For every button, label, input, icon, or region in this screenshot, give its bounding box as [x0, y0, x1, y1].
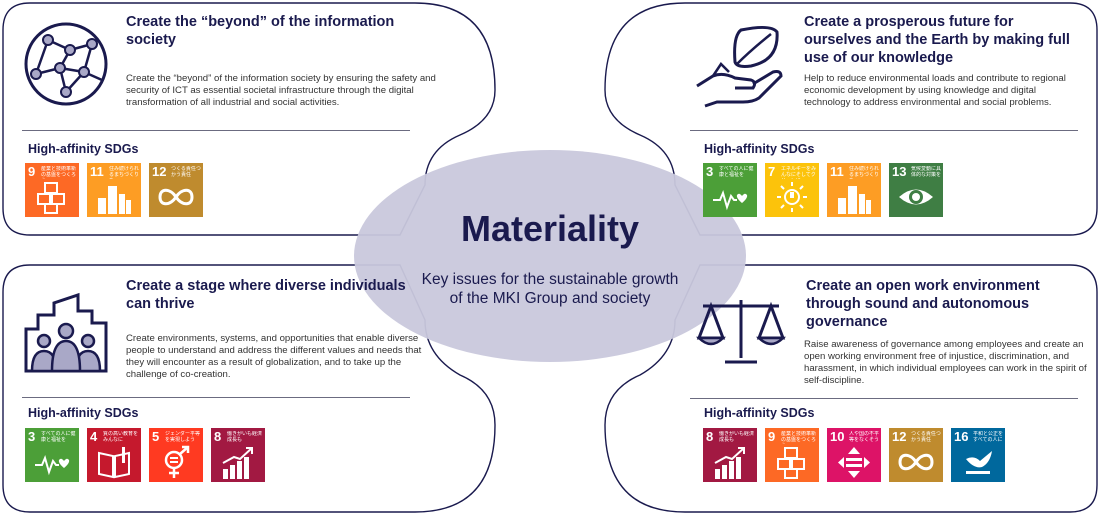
sdg-tile-13: 13 気候変動に具体的な対策を — [889, 163, 943, 217]
sdg-heartbeat-icon — [713, 190, 748, 211]
sdg-goal-label: つくる責任つかう責任 — [911, 431, 941, 443]
sdg-tile-9: 9 産業と技術革新の基盤をつくろう — [25, 163, 79, 217]
sdg-number: 9 — [28, 164, 36, 179]
center-title: Materiality — [460, 208, 640, 249]
sdg-tile-5: 5 ジェンダー平等を実現しよう — [149, 428, 203, 482]
sdg-tile-10: 10 人や国の不平等をなくそう — [827, 428, 881, 482]
top-left-description: Create the “beyond” of the information s… — [126, 73, 436, 108]
sdg-number: 8 — [706, 429, 714, 444]
sdg-growth-icon — [714, 447, 745, 479]
sdg-goal-label: 平和と公正をすべての人に — [973, 431, 1003, 443]
sdg-goal-label: ジェンダー平等を実現しよう — [165, 431, 201, 443]
sdg-cubes-icon — [777, 447, 805, 479]
materiality-ellipse — [354, 150, 746, 362]
sdg-tile-4: 4 質の高い教育をみんなに — [87, 428, 141, 482]
quadrant-top-right-border — [604, 2, 1098, 236]
sdg-sun-icon — [777, 182, 807, 212]
scales-icon — [695, 300, 787, 364]
sdg-goal-label: 働きがいも経済成長も — [719, 431, 755, 443]
sdg-tile-7: 7 エネルギーをみんなにそしてクリーンに — [765, 163, 819, 217]
top-right-divider — [690, 130, 1078, 131]
people-city-icon — [24, 292, 108, 373]
sdg-number: 10 — [830, 429, 845, 444]
bottom-right-sdg-tiles: 8 働きがいも経済成長も 9 産業と技術革新の基盤をつくろう 10 人や国の不平等をなくそ… — [703, 428, 1005, 482]
sdg-goal-label: すべての人に健康と福祉を — [719, 166, 754, 178]
sdg-book-icon — [98, 447, 130, 479]
bottom-right-description: Raise awareness of governance among empl… — [804, 339, 1087, 386]
sdg-infinity-icon — [898, 453, 934, 471]
hand-leaf-icon — [696, 25, 783, 108]
bottom-left-description: Create environments, systems, and opport… — [126, 333, 422, 380]
network-globe-icon — [24, 22, 108, 106]
sdg-infinity-icon — [158, 188, 194, 206]
sdg-goal-label: 質の高い教育をみんなに — [103, 431, 139, 443]
sdg-tile-8: 8 働きがいも経済成長も — [703, 428, 757, 482]
quadrant-bottom-right-border — [604, 264, 1098, 513]
sdg-number: 11 — [830, 164, 844, 179]
sdg-buildings-icon — [838, 186, 871, 214]
sdg-cubes-icon — [37, 182, 65, 214]
sdg-tile-3: 3 すべての人に健康と福祉を — [25, 428, 79, 482]
center-subtitle: Key issues for the sustainable growth of… — [421, 271, 679, 307]
sdg-number: 7 — [768, 164, 776, 179]
sdg-number: 16 — [954, 429, 969, 444]
sdg-gender-icon — [164, 445, 190, 478]
sdg-tile-12: 12 つくる責任つかう責任 — [149, 163, 203, 217]
top-left-divider — [22, 130, 410, 131]
bottom-right-divider — [690, 398, 1078, 399]
bottom-left-divider — [22, 397, 410, 398]
sdg-number: 11 — [90, 164, 104, 179]
sdg-number: 12 — [892, 429, 907, 444]
quadrant-bottom-left-border — [2, 264, 496, 513]
top-left-sdg-tiles: 9 産業と技術革新の基盤をつくろう 11 住み続けられるまちづくりを 12 つくる責任つか… — [25, 163, 203, 217]
top-right-sdg-heading: High-affinity SDGs — [704, 142, 815, 156]
sdg-goal-label: 働きがいも経済成長も — [227, 431, 263, 443]
sdg-number: 8 — [214, 429, 222, 444]
sdg-tile-12: 12 つくる責任つかう責任 — [889, 428, 943, 482]
sdg-eye-icon — [899, 189, 933, 205]
bottom-right-title: Create an open work environment through … — [806, 278, 1040, 330]
sdg-growth-icon — [222, 447, 253, 479]
sdg-goal-label: 住み続けられるまちづくりを — [849, 166, 879, 179]
top-right-description: Help to reduce environmental loads and c… — [804, 73, 1066, 108]
sdg-tile-3: 3 すべての人に健康と福祉を — [703, 163, 757, 217]
sdg-number: 13 — [892, 164, 907, 179]
sdg-goal-label: 住み続けられるまちづくりを — [109, 166, 139, 179]
sdg-heartbeat-icon — [35, 455, 70, 476]
bottom-right-sdg-heading: High-affinity SDGs — [704, 406, 815, 420]
bottom-left-title: Create a stage where diverse individuals… — [126, 278, 406, 312]
sdg-tile-11: 11 住み続けられるまちづくりを — [87, 163, 141, 217]
sdg-dove-icon — [966, 451, 992, 474]
sdg-goal-label: 人や国の不平等をなくそう — [849, 431, 879, 443]
sdg-tile-8: 8 働きがいも経済成長も — [211, 428, 265, 482]
sdg-goal-label: エネルギーをみんなにそしてクリーンに — [781, 166, 817, 179]
sdg-number: 3 — [28, 429, 36, 444]
sdg-number: 4 — [90, 429, 98, 444]
bottom-left-sdg-heading: High-affinity SDGs — [28, 406, 139, 420]
top-left-sdg-heading: High-affinity SDGs — [28, 142, 139, 156]
sdg-equality-icon — [838, 447, 870, 478]
sdg-tile-11: 11 住み続けられるまちづくりを — [827, 163, 881, 217]
sdg-number: 5 — [152, 429, 160, 444]
sdg-buildings-icon — [98, 186, 131, 214]
sdg-goal-label: 産業と技術革新の基盤をつくろう — [41, 166, 77, 179]
sdg-number: 9 — [768, 429, 776, 444]
sdg-number: 12 — [152, 164, 167, 179]
top-right-title: Create a prosperous future for ourselves… — [804, 14, 1070, 66]
sdg-goal-label: すべての人に健康と福祉を — [41, 431, 76, 443]
bottom-left-sdg-tiles: 3 すべての人に健康と福祉を 4 質の高い教育をみんなに 5 ジェンダー平等を実現しよう 8… — [25, 428, 265, 482]
sdg-number: 3 — [706, 164, 714, 179]
sdg-goal-label: 気候変動に具体的な対策を — [911, 166, 941, 178]
top-left-title: Create the “beyond” of the information s… — [126, 14, 395, 48]
quadrant-top-left-border — [2, 2, 496, 236]
sdg-goal-label: つくる責任つかう責任 — [171, 166, 201, 178]
sdg-goal-label: 産業と技術革新の基盤をつくろう — [781, 431, 817, 444]
top-right-sdg-tiles: 3 すべての人に健康と福祉を 7 エネルギーをみんなにそしてクリーンに 11 住み続けられ… — [703, 163, 943, 217]
sdg-tile-9: 9 産業と技術革新の基盤をつくろう — [765, 428, 819, 482]
sdg-tile-16: 16 平和と公正をすべての人に — [951, 428, 1005, 482]
